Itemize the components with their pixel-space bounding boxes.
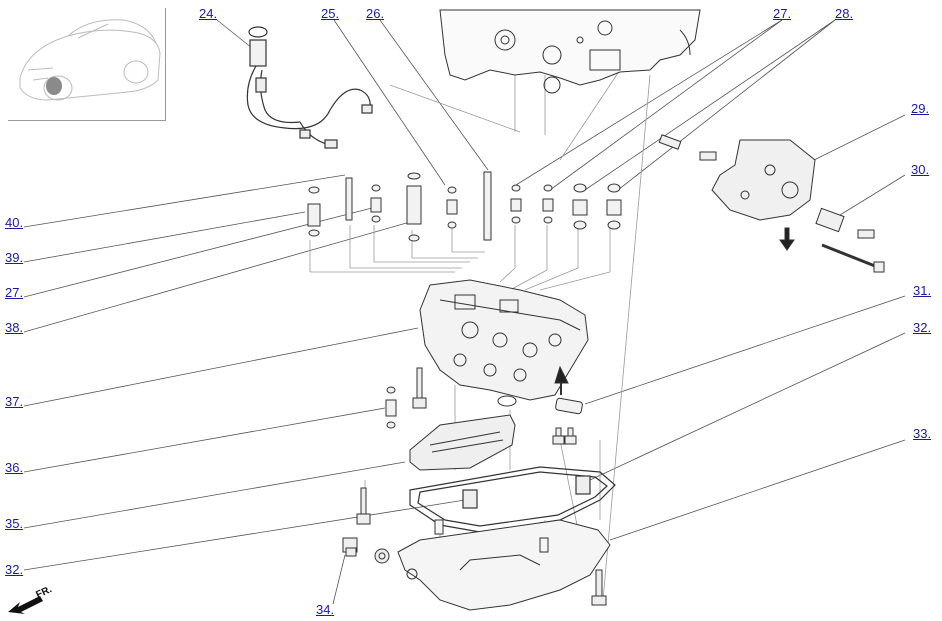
callout-29[interactable]: 29.	[911, 101, 930, 116]
callout-24[interactable]: 24.	[199, 6, 218, 21]
front-direction-arrow-icon	[8, 596, 43, 614]
callout-28[interactable]: 28.	[835, 6, 854, 21]
callout-32-left[interactable]: 32.	[5, 562, 24, 577]
oil-pump-assembly	[658, 134, 885, 273]
part-36-sleeve	[385, 386, 397, 429]
callout-25[interactable]: 25.	[321, 6, 340, 21]
callout-40[interactable]: 40.	[5, 215, 24, 230]
small-parts-row	[307, 171, 622, 242]
part-31-seal	[555, 397, 583, 415]
bolts	[356, 367, 607, 606]
valve-body	[419, 279, 589, 401]
wiring-harness	[246, 26, 373, 149]
callout-32-right[interactable]: 32.	[913, 320, 932, 335]
oil-pan-gasket	[409, 466, 616, 533]
callout-27-top[interactable]: 27.	[773, 6, 792, 21]
callout-35[interactable]: 35.	[5, 516, 24, 531]
callout-26[interactable]: 26.	[366, 6, 385, 21]
callout-30[interactable]: 30.	[911, 162, 930, 177]
oil-pan	[397, 519, 611, 611]
callout-27-left[interactable]: 27.	[5, 285, 24, 300]
transmission-case	[439, 9, 701, 94]
callout-31[interactable]: 31.	[913, 283, 932, 298]
callout-33[interactable]: 33.	[913, 426, 932, 441]
highlighted-component	[46, 77, 62, 95]
oil-strainer	[409, 395, 517, 471]
callout-38[interactable]: 38.	[5, 320, 24, 335]
callout-37[interactable]: 37.	[5, 394, 24, 409]
callout-34[interactable]: 34.	[316, 602, 335, 617]
drain-plug	[342, 537, 390, 564]
vehicle-location-thumbnail	[8, 8, 166, 121]
callout-36[interactable]: 36.	[5, 460, 24, 475]
callout-39[interactable]: 39.	[5, 250, 24, 265]
